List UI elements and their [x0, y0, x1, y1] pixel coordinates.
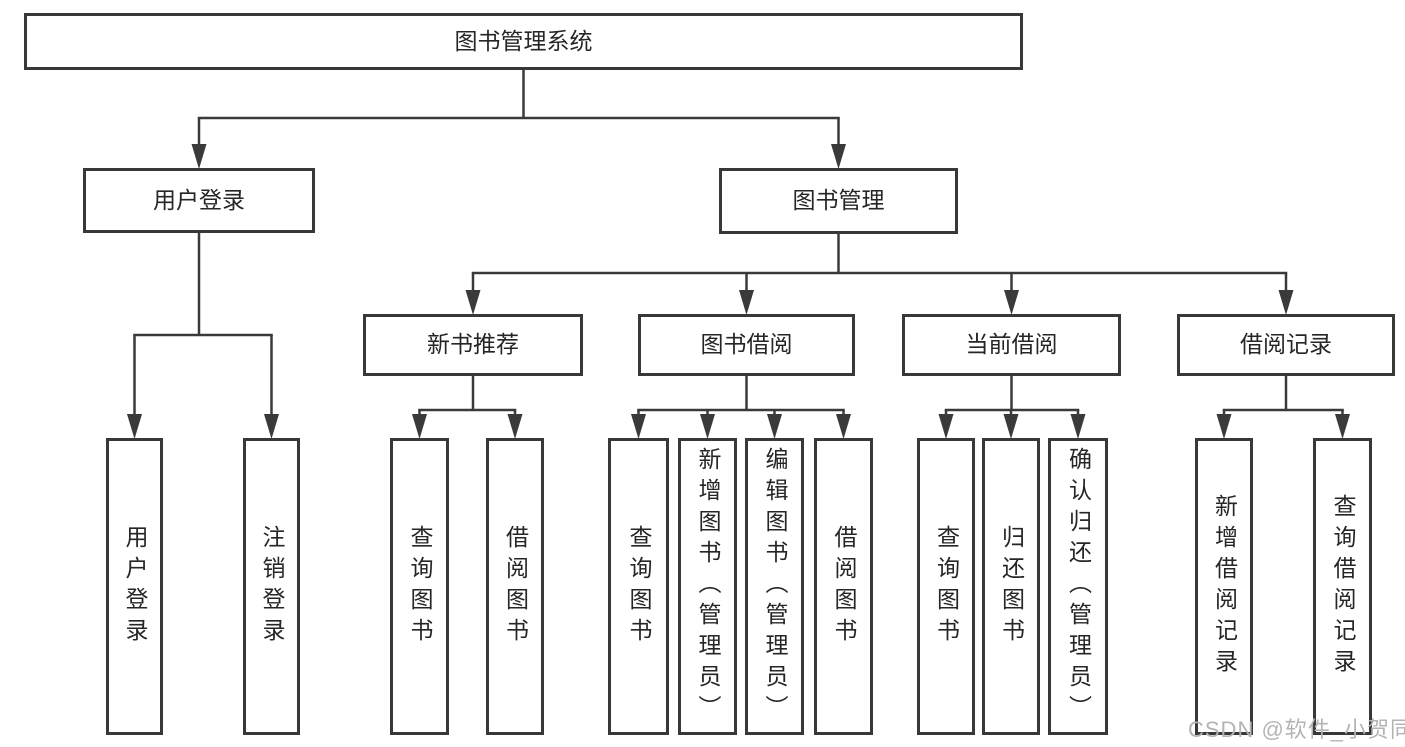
- arrow-head-icon: [739, 290, 754, 315]
- node-label: 图书借阅: [700, 331, 793, 358]
- node-label: 用户登录: [153, 186, 245, 213]
- node-leaf-add-book: 新增图书（管理员）: [678, 438, 737, 735]
- node-label: 新增图书（管理员）: [695, 447, 721, 726]
- arrow-head-icon: [767, 414, 782, 439]
- arrow-head-icon: [631, 414, 646, 439]
- node-label: 注销登录: [259, 524, 285, 649]
- node-label: 新增借阅记录: [1211, 493, 1238, 680]
- node-label: 图书管理系统: [454, 27, 593, 54]
- node-label: 查询图书: [933, 524, 960, 649]
- arrow-head-icon: [1004, 290, 1019, 315]
- node-label: 借阅图书: [831, 524, 857, 649]
- node-leaf-return-book: 归还图书: [982, 438, 1040, 735]
- node-label: 编辑图书（管理员）: [762, 447, 788, 726]
- node-leaf-logout: 注销登录: [243, 438, 300, 735]
- node-book-mgmt: 图书管理: [719, 168, 958, 234]
- arrow-head-icon: [1070, 414, 1086, 439]
- node-label: 确认归还（管理员）: [1065, 447, 1092, 726]
- arrow-head-icon: [127, 414, 142, 439]
- node-leaf-query-book-2: 查询图书: [608, 438, 669, 735]
- node-label: 归还图书: [998, 524, 1025, 649]
- node-label: 查询图书: [626, 524, 652, 649]
- arrow-head-icon: [1216, 414, 1232, 439]
- arrow-head-icon: [700, 414, 715, 439]
- arrow-head-icon: [1003, 414, 1019, 439]
- arrow-head-icon: [831, 144, 846, 169]
- node-label: 查询借阅记录: [1330, 493, 1356, 680]
- arrow-head-icon: [191, 144, 207, 169]
- arrow-head-icon: [836, 414, 851, 439]
- node-label: 借阅图书: [502, 524, 529, 649]
- node-leaf-borrow-book-1: 借阅图书: [486, 438, 544, 735]
- node-book-borrow: 图书借阅: [638, 314, 855, 376]
- arrow-head-icon: [1335, 414, 1350, 439]
- node-label: 借阅记录: [1240, 331, 1332, 358]
- node-leaf-add-record: 新增借阅记录: [1195, 438, 1253, 735]
- watermark: CSDN @软件_小贺同学: [1188, 717, 1405, 742]
- arrow-head-icon: [938, 414, 954, 439]
- node-new-book-rec: 新书推荐: [363, 314, 583, 376]
- arrow-head-icon: [465, 290, 481, 315]
- node-leaf-query-record: 查询借阅记录: [1313, 438, 1372, 735]
- arrow-head-icon: [412, 414, 427, 439]
- node-label: 图书管理: [792, 187, 885, 214]
- arrow-head-icon: [1278, 290, 1294, 315]
- node-leaf-confirm-return: 确认归还（管理员）: [1048, 438, 1108, 735]
- node-current-borrow: 当前借阅: [902, 314, 1121, 376]
- node-leaf-query-book-1: 查询图书: [390, 438, 449, 735]
- node-leaf-user-login: 用户登录: [106, 438, 163, 735]
- arrow-head-icon: [507, 414, 523, 439]
- node-label: 新书推荐: [427, 331, 519, 358]
- arrow-head-icon: [264, 414, 279, 439]
- node-leaf-edit-book: 编辑图书（管理员）: [745, 438, 804, 735]
- node-label: 当前借阅: [965, 331, 1058, 358]
- node-label: 查询图书: [407, 524, 433, 649]
- node-user-login: 用户登录: [83, 168, 315, 233]
- node-leaf-query-book-3: 查询图书: [917, 438, 975, 735]
- node-label: 用户登录: [122, 524, 148, 649]
- node-borrow-records: 借阅记录: [1177, 314, 1395, 376]
- node-leaf-borrow-book-2: 借阅图书: [814, 438, 873, 735]
- node-root: 图书管理系统: [24, 13, 1023, 70]
